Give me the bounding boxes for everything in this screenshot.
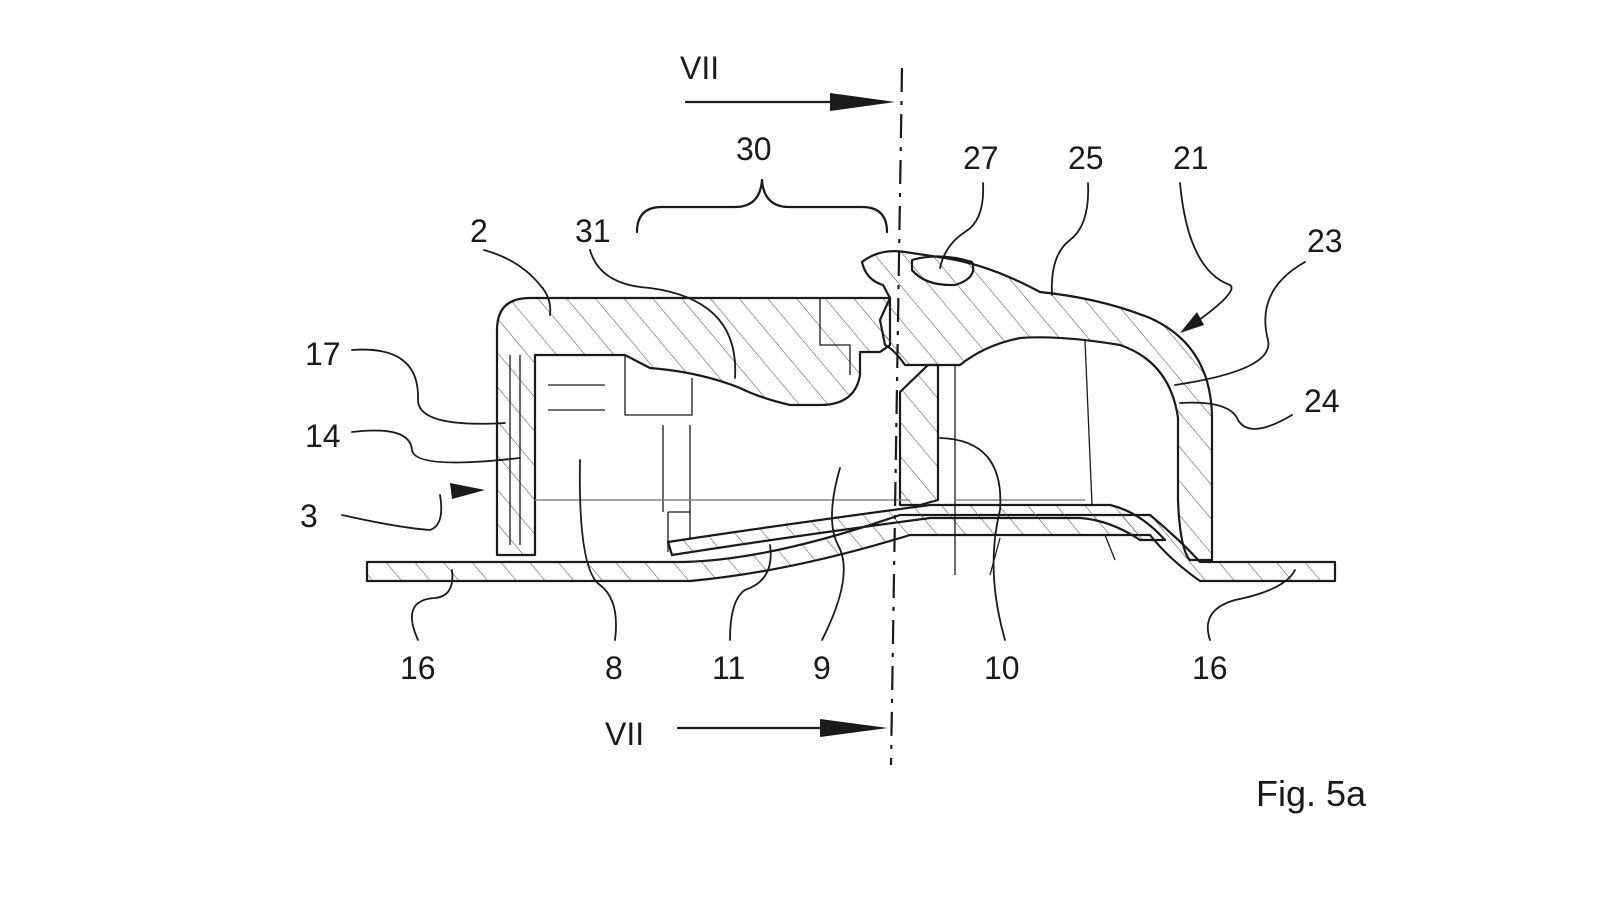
leader-25: [1050, 182, 1090, 296]
leader-21: [1179, 182, 1233, 331]
ref-numeral-23: 23: [1307, 223, 1343, 259]
leader-23: [1174, 261, 1306, 386]
leader-27: [939, 182, 985, 269]
section-label-top: VII: [680, 50, 720, 86]
arrowhead-3: [450, 483, 485, 499]
ref-numeral-3: 3: [300, 498, 318, 534]
leader-17: [351, 348, 506, 425]
leader-24: [1179, 401, 1293, 430]
leader-11: [729, 544, 772, 641]
ref-numeral-25: 25: [1068, 140, 1104, 176]
leader-2: [483, 249, 552, 316]
leader-16-left: [410, 569, 454, 641]
contact-ramp: [666, 503, 1167, 557]
interior-lines: [509, 339, 1116, 576]
leader-16-right: [1206, 569, 1296, 641]
ref-numeral-27: 27: [963, 140, 999, 176]
housing-slot: [819, 298, 851, 375]
leader-14: [351, 429, 521, 464]
ref-numeral-2: 2: [470, 213, 488, 249]
leader-10: [939, 437, 1006, 641]
spring-arm: [860, 250, 1214, 562]
housing-body: [495, 296, 892, 557]
leader-9: [821, 467, 845, 641]
ref-numeral-16-left: 16: [400, 650, 436, 686]
figure-caption: Fig. 5a: [1256, 773, 1367, 814]
housing-inner: [534, 355, 693, 555]
ref-numeral-24: 24: [1304, 383, 1340, 419]
leader-3: [341, 494, 443, 531]
ref-numeral-9: 9: [813, 650, 831, 686]
leader-31: [589, 249, 737, 379]
ref-numeral-8: 8: [605, 650, 623, 686]
ref-numeral-14: 14: [305, 418, 341, 454]
ref-numeral-31: 31: [575, 213, 611, 249]
ref-numeral-21: 21: [1173, 140, 1209, 176]
base-plate: [365, 513, 1337, 583]
ref-numeral-17: 17: [305, 336, 341, 372]
brace-30: [635, 178, 889, 234]
section-label-bottom: VII: [605, 716, 645, 752]
section-arrowhead-bottom: [820, 719, 888, 737]
leader-8: [578, 459, 617, 641]
ref-numeral-11: 11: [712, 650, 746, 686]
arrowhead-21: [1180, 312, 1204, 333]
ref-numeral-16-right: 16: [1192, 650, 1228, 686]
clamp-lamella: [898, 363, 940, 507]
section-arrowhead-top: [830, 93, 895, 111]
ref-numeral-10: 10: [984, 650, 1020, 686]
ref-numeral-30: 30: [736, 131, 772, 167]
eye-hole: [910, 255, 975, 287]
